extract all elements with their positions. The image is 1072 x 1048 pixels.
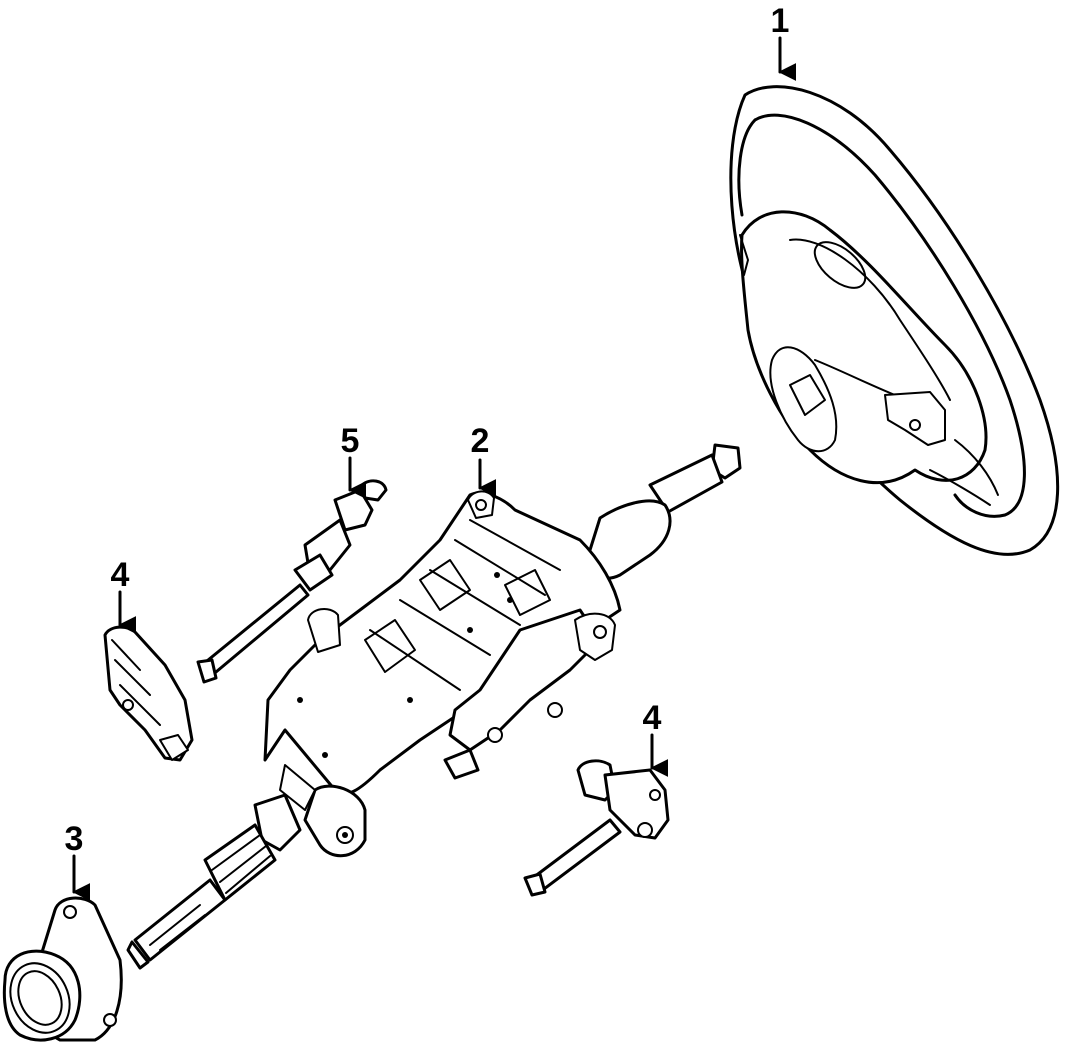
callout-leaders bbox=[72, 36, 797, 901]
adjust-motor-left bbox=[103, 625, 194, 762]
callout-5: 5 bbox=[341, 422, 360, 460]
callout-3: 3 bbox=[65, 820, 84, 858]
callout-2: 2 bbox=[471, 422, 490, 460]
boot-seal bbox=[2, 896, 123, 1042]
steering-column-assembly bbox=[126, 443, 742, 970]
callout-labels: 1 2 3 4 4 5 bbox=[65, 2, 790, 858]
callout-1: 1 bbox=[771, 2, 790, 40]
callout-4-left: 4 bbox=[111, 556, 130, 594]
callout-4-right: 4 bbox=[643, 699, 662, 737]
shaft-switch bbox=[196, 479, 388, 684]
steering-wheel bbox=[729, 85, 1060, 556]
adjust-motor-right bbox=[523, 759, 670, 897]
